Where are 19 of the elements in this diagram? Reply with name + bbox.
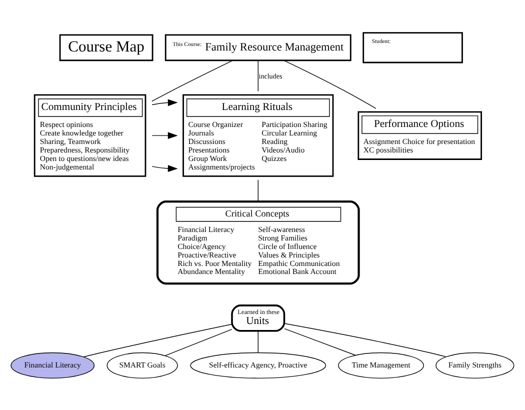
node-box: Course Map (59, 34, 154, 61)
connector (284, 322, 446, 357)
node-ellipse: Family Strengths (436, 352, 514, 378)
node-ellipse: Time Management (338, 352, 424, 378)
connector (284, 328, 356, 356)
node-box: Critical Concepts Financial Literacy Paradigm Choice/Agency Proactive/Reactive Rich vs. Poor Mentality Abundance Mentality Self-awareness Strong Families Circle of Influence Values & Principles Empathic Communication Emotional Bank Account (156, 200, 360, 284)
node-box: Learning Rituals Course Organizer Journals Discussions Presentations Group Work Assignments/projects Participation Sharing Circular Learning Reading Videos/Audio Quizzes (182, 94, 334, 176)
arrow (152, 132, 178, 139)
node-box: Community Principles Respect opinions Create knowledge together Sharing, Teamwork Preparedness, Responsibility Open to questions/new ideas Non-judgemental (34, 94, 146, 176)
arrow (152, 98, 178, 106)
node-ellipse: Self-efficacy Agency, Proactive (190, 352, 326, 378)
connector (83, 323, 232, 357)
arrow (152, 164, 178, 172)
node-ellipse: SMART Goals (106, 352, 178, 378)
node-box: Performance Options Assignment Choice for presentation XC possibilities (358, 110, 482, 160)
connector (164, 328, 232, 356)
connector (152, 60, 234, 102)
node-ellipse: Financial Literacy (10, 352, 95, 378)
connector (284, 60, 376, 108)
